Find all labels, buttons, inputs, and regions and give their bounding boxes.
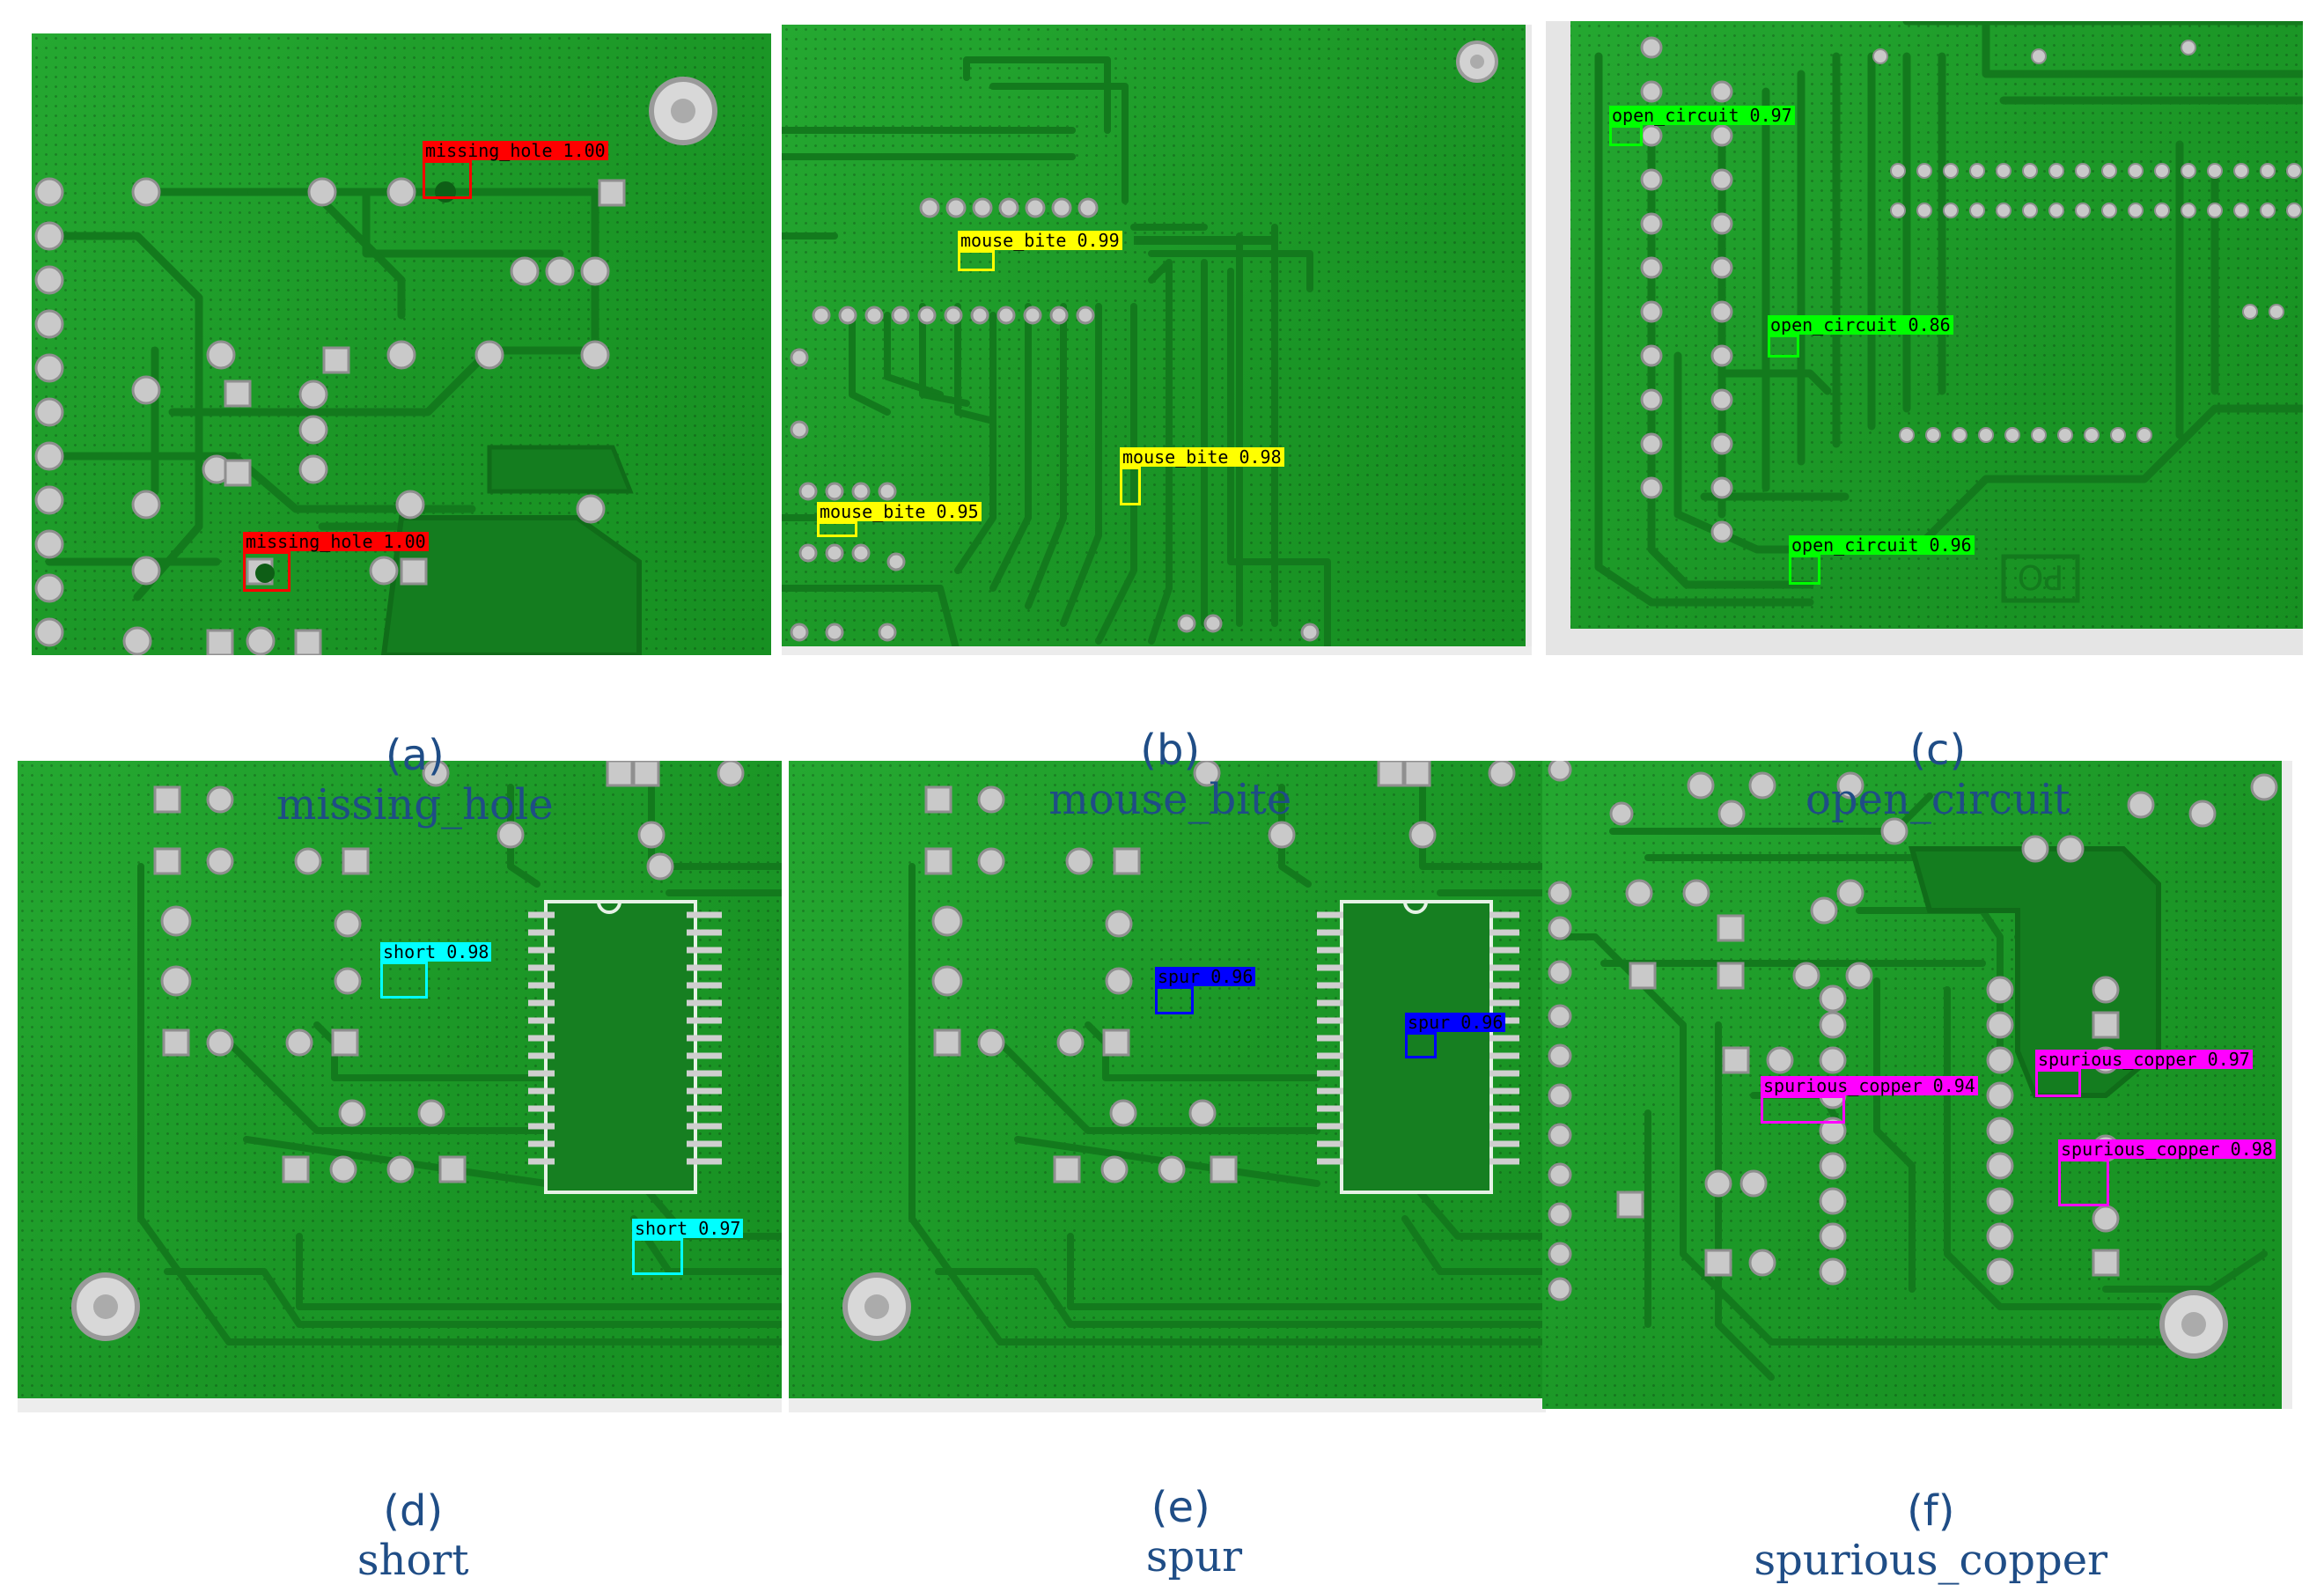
bounding-box — [423, 160, 472, 199]
pcb-panel-spur: spur 0.96 spur 0.96 — [789, 761, 1546, 1412]
bounding-box — [632, 1238, 683, 1275]
detection-label: spur 0.96 — [1155, 967, 1256, 986]
detection-label: open_circuit 0.97 — [1609, 106, 1795, 125]
detection-label: missing_hole 1.00 — [423, 141, 608, 160]
pcb-panel-short: short 0.98 short 0.97 — [18, 761, 782, 1412]
pcb-board-art — [34, 77, 717, 655]
silkscreen-frame — [2001, 554, 2080, 603]
detection-box: mouse_bite 0.98 — [1120, 447, 1284, 505]
solder-pads — [153, 761, 745, 1183]
bounding-box — [958, 250, 995, 271]
detection-label: short 0.98 — [380, 942, 492, 962]
ic-pins — [1317, 911, 1519, 1165]
bounding-box — [1768, 335, 1799, 358]
detection-label: open_circuit 0.96 — [1789, 535, 1975, 555]
caption-text: spur — [1119, 1532, 1243, 1581]
detection-label: mouse_bite 0.95 — [817, 502, 982, 521]
panel-caption-b: (b) mouse_bite — [782, 676, 1532, 824]
pad-rows — [1872, 40, 2302, 443]
detection-box: missing_hole 1.00 — [243, 532, 429, 592]
bounding-box — [1789, 555, 1820, 585]
detection-box: open_circuit 0.86 — [1768, 315, 1953, 358]
detection-box: open_circuit 0.96 — [1789, 535, 1975, 585]
detection-box: open_circuit 0.97 — [1609, 106, 1795, 146]
solder-pads — [924, 761, 1516, 1183]
detection-label: open_circuit 0.86 — [1768, 315, 1953, 335]
bounding-box — [2035, 1069, 2081, 1097]
detection-box: mouse_bite 0.99 — [958, 231, 1122, 271]
bounding-box — [243, 551, 290, 592]
pcb-board-art — [789, 761, 1546, 1412]
bounding-box — [1120, 467, 1141, 505]
detection-label: spurious_copper 0.98 — [2058, 1139, 2276, 1159]
pcb-board-art — [1548, 761, 2292, 1409]
caption-text: short — [357, 1536, 469, 1585]
solder-pads — [790, 197, 1320, 642]
panel-caption-c: (c) open_circuit — [1546, 676, 2303, 824]
detection-box: spurious_copper 0.97 — [2035, 1050, 2253, 1097]
solder-pads — [1640, 36, 1733, 543]
bounding-box — [817, 521, 857, 537]
ic-pins — [528, 911, 722, 1165]
caption-tag: (e) — [1151, 1483, 1210, 1532]
detection-box: spurious_copper 0.94 — [1761, 1076, 1978, 1124]
caption-tag: (d) — [383, 1486, 444, 1536]
pcb-panel-open-circuit: PO open_circuit 0.97 open_circuit 0.86 o… — [1546, 21, 2303, 655]
caption-tag: (a) — [385, 731, 445, 780]
detection-label: missing_hole 1.00 — [243, 532, 429, 551]
board-marking: PO — [2018, 557, 2064, 596]
detection-box: mouse_bite 0.95 — [817, 502, 982, 537]
bounding-box — [1761, 1095, 1845, 1124]
detection-label: spurious_copper 0.94 — [1761, 1076, 1978, 1095]
detection-label: mouse_bite 0.99 — [958, 231, 1122, 250]
bounding-box — [1609, 125, 1643, 146]
pcb-board-art: PO — [1546, 21, 2303, 655]
solder-pads — [1548, 761, 2278, 1301]
caption-text: mouse_bite — [1048, 775, 1292, 824]
caption-tag: (b) — [1140, 726, 1201, 775]
caption-text: open_circuit — [1805, 775, 2070, 824]
bounding-box — [1155, 986, 1194, 1014]
pcb-board-art — [18, 761, 782, 1412]
detection-box: short 0.97 — [632, 1219, 744, 1275]
panel-caption-d: (d) short — [18, 1437, 782, 1585]
detection-box: spur 0.96 — [1405, 1013, 1506, 1058]
panel-caption-e: (e) spur — [789, 1434, 1546, 1581]
caption-tag: (c) — [1909, 726, 1967, 775]
detection-label: spur 0.96 — [1405, 1013, 1506, 1032]
bounding-box — [2058, 1159, 2109, 1206]
detection-box: short 0.98 — [380, 942, 492, 999]
pcb-panel-spurious-copper: spurious_copper 0.97 spurious_copper 0.9… — [1542, 761, 2292, 1409]
caption-text: spurious_copper — [1754, 1536, 2108, 1585]
pcb-panel-missing-hole: missing_hole 1.00 missing_hole 1.00 — [32, 33, 771, 655]
detection-box: spurious_copper 0.98 — [2058, 1139, 2276, 1206]
ic-chip-outline — [544, 900, 697, 1194]
bounding-box — [380, 962, 428, 999]
bounding-box — [1405, 1032, 1437, 1058]
caption-text: missing_hole — [276, 780, 554, 829]
pcb-board-art — [782, 25, 1532, 655]
detection-label: mouse_bite 0.98 — [1120, 447, 1284, 467]
caption-tag: (f) — [1907, 1486, 1955, 1536]
panel-caption-f: (f) spurious_copper — [1542, 1437, 2292, 1585]
detection-box: spur 0.96 — [1155, 967, 1256, 1014]
ic-chip-outline — [1340, 900, 1493, 1194]
detection-label: short 0.97 — [632, 1219, 744, 1238]
detection-box: missing_hole 1.00 — [423, 141, 608, 199]
pcb-panel-mouse-bite: mouse_bite 0.99 mouse_bite 0.98 mouse_bi… — [782, 25, 1532, 655]
panel-caption-a: (a) missing_hole — [32, 682, 771, 829]
detection-label: spurious_copper 0.97 — [2035, 1050, 2253, 1069]
